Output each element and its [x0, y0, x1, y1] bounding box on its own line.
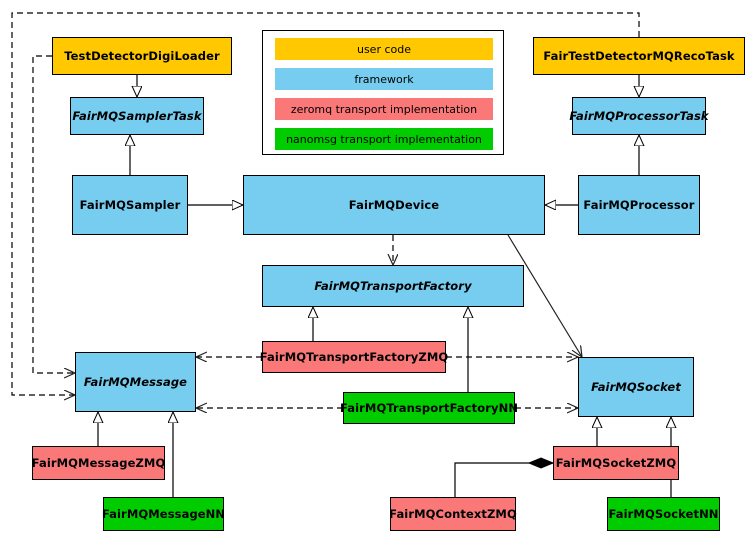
legend-label-framework: framework [354, 72, 414, 86]
edge-socketzmq-contextzmq [454, 457, 555, 497]
class-node-fairmqmessage[interactable]: FairMQMessage [75, 352, 196, 412]
edge-recotask-message [11, 12, 640, 395]
class-node-fairmqsocket[interactable]: FairMQSocket [578, 357, 694, 417]
class-node-fairmqsocketzmq[interactable]: FairMQSocketZMQ [553, 446, 679, 480]
legend-swatch-zeromq: zeromq transport implementation [275, 98, 493, 120]
legend-label-nanomsg: nanomsg transport implementation [286, 132, 482, 146]
class-node-fairmqdevice[interactable]: FairMQDevice [243, 175, 545, 235]
class-node-fairmqsocketnn[interactable]: FairMQSocketNN [607, 497, 720, 531]
class-node-testdetectordigiloader[interactable]: TestDetectorDigiLoader [52, 37, 232, 75]
class-node-fairmqtransportfactorynn[interactable]: FairMQTransportFactoryNN [340, 392, 518, 424]
class-node-fairmqtransportfactoryzmq[interactable]: FairMQTransportFactoryZMQ [260, 341, 448, 373]
legend-swatch-user-code: user code [275, 38, 493, 60]
class-node-fairmqprocessor[interactable]: FairMQProcessor [578, 175, 700, 235]
edge-digiloader-message [32, 55, 75, 373]
legend: user code framework zeromq transport imp… [262, 30, 504, 155]
class-node-fairmqprocessortask[interactable]: FairMQProcessorTask [569, 97, 709, 135]
class-node-fairmqmessagezmq[interactable]: FairMQMessageZMQ [32, 446, 165, 480]
legend-swatch-nanomsg: nanomsg transport implementation [275, 128, 493, 150]
class-node-fairtestdetectormqrecotask[interactable]: FairTestDetectorMQRecoTask [533, 37, 745, 75]
class-node-fairmqsamplertask[interactable]: FairMQSamplerTask [70, 97, 204, 135]
class-node-fairmqtransportfactory[interactable]: FairMQTransportFactory [262, 265, 524, 307]
legend-swatch-framework: framework [275, 68, 493, 90]
class-node-fairmqcontextzmq[interactable]: FairMQContextZMQ [389, 497, 517, 531]
class-node-fairmqsampler[interactable]: FairMQSampler [72, 175, 188, 235]
legend-label-zeromq: zeromq transport implementation [290, 102, 478, 116]
class-node-fairmqmessagenn[interactable]: FairMQMessageNN [102, 497, 225, 531]
legend-label-user-code: user code [356, 42, 412, 56]
edge-device-socket [507, 234, 582, 357]
